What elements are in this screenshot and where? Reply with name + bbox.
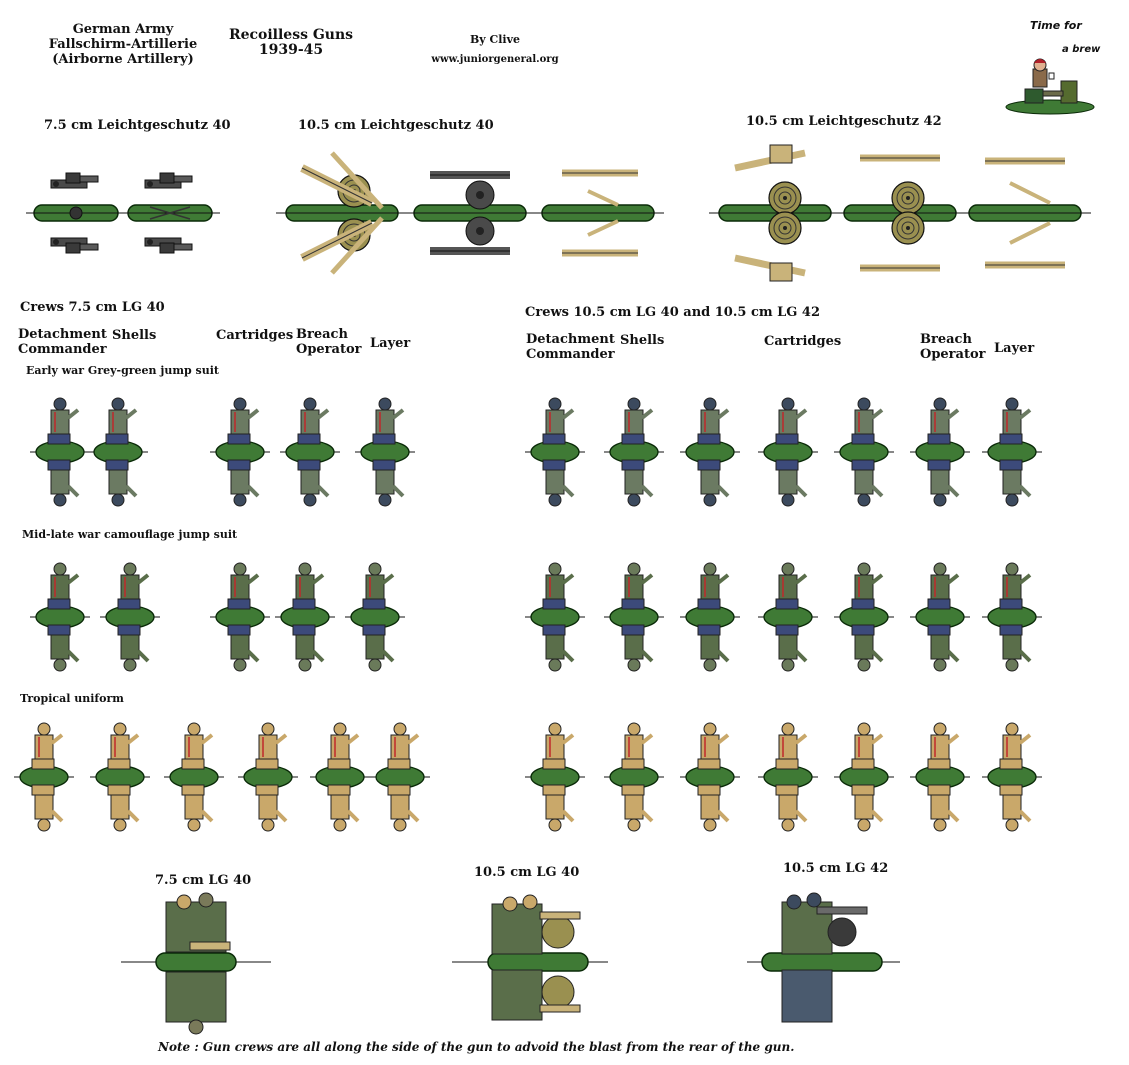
crew-figure-tropical-left-3 — [238, 722, 298, 832]
role-breach-left: Breach Operator — [296, 327, 362, 357]
crew-figure-early-left-4 — [355, 397, 415, 507]
gun-counter-lg42-105-a — [708, 144, 842, 282]
gun-label-lg42-105: 10.5 cm Leichtgeschutz 42 — [746, 114, 942, 129]
crews-title-105: Crews 10.5 cm LG 40 and 10.5 cm LG 42 — [525, 305, 821, 320]
gun-label-lg40-105: 10.5 cm Leichtgeschutz 40 — [298, 118, 494, 133]
crew-figure-early-right-6 — [982, 397, 1042, 507]
brew-line1: Time for — [1030, 19, 1082, 32]
crew-figure-tropical-left-2 — [164, 722, 224, 832]
gun-counter-lg42-105-c — [958, 157, 1092, 269]
army-line1: German Army — [72, 22, 174, 37]
crew-figure-mid-left-4 — [345, 562, 405, 672]
gun-counter-lg40-75-a — [25, 172, 127, 254]
role-detachment-right: Detachment Commander — [526, 332, 615, 362]
army-title: German Army Fallschirm-Artillerie (Airbo… — [38, 22, 208, 67]
crew-figure-early-left-1 — [88, 397, 148, 507]
gun-counters — [25, 144, 1092, 282]
role-shells-right: Shells — [620, 333, 665, 348]
crew-figure-mid-right-0 — [525, 562, 585, 672]
assembled-lg40-105 — [452, 894, 608, 1021]
brew-soldier-icon — [1005, 58, 1095, 115]
assembled-counters — [121, 892, 900, 1035]
role-detachment-left: Detachment Commander — [18, 327, 107, 357]
crew-figure-mid-left-3 — [275, 562, 335, 672]
role-layer-right: Layer — [994, 341, 1035, 356]
assembled-lg42-105 — [747, 892, 900, 1023]
role-layer-left: Layer — [370, 336, 411, 351]
crew-figure-tropical-right-5 — [910, 722, 970, 832]
crew-figure-mid-right-3 — [758, 562, 818, 672]
website-link[interactable]: www.juniorgeneral.org — [431, 54, 559, 65]
footer-note: Note : Gun crews are all along the side … — [158, 1040, 795, 1054]
crew-figure-mid-left-0 — [30, 562, 90, 672]
crew-figure-mid-right-4 — [834, 562, 894, 672]
crew-figure-tropical-right-3 — [758, 722, 818, 832]
crew-figure-early-right-1 — [604, 397, 664, 507]
gun-counter-lg40-105-a — [275, 151, 409, 275]
uniform-label-mid: Mid-late war camouflage jump suit — [22, 528, 238, 541]
assembled-label-lg42-105: 10.5 cm LG 42 — [783, 861, 889, 876]
crew-figure-tropical-right-6 — [982, 722, 1042, 832]
crews-title-75: Crews 7.5 cm LG 40 — [20, 300, 165, 315]
crew-figure-early-right-4 — [834, 397, 894, 507]
crew-figure-tropical-left-4 — [310, 722, 370, 832]
army-line3: (Airborne Artillery) — [52, 52, 194, 67]
gun-counter-lg42-105-b — [833, 154, 967, 272]
title-line1: Recoilless Guns — [228, 27, 354, 43]
gun-counter-lg40-105-c — [531, 169, 665, 257]
uniform-label-tropical: Tropical uniform — [20, 692, 124, 705]
crew-figure-early-right-2 — [680, 397, 740, 507]
crew-figure-mid-right-5 — [910, 562, 970, 672]
crew-figure-tropical-left-1 — [90, 722, 150, 832]
crew-figure-tropical-left-5 — [370, 722, 430, 832]
sheet-title: Recoilless Guns 1939-45 — [226, 28, 356, 58]
credit: By Clive www.juniorgeneral.org — [420, 32, 570, 67]
uniform-label-early: Early war Grey-green jump suit — [26, 364, 219, 377]
army-line2: Fallschirm-Artillerie — [48, 37, 198, 52]
brew-line2: a brew — [1062, 44, 1101, 55]
crew-figure-mid-left-2 — [210, 562, 270, 672]
role-cartridges-left: Cartridges — [216, 328, 294, 343]
gun-label-lg40-75: 7.5 cm Leichtgeschutz 40 — [44, 118, 231, 133]
crew-figure-mid-left-1 — [100, 562, 160, 672]
crew-figure-early-left-2 — [210, 397, 270, 507]
role-shells-left: Shells — [112, 328, 157, 343]
crew-figure-tropical-right-0 — [525, 722, 585, 832]
crew-figure-early-right-3 — [758, 397, 818, 507]
role-breach-right: Breach Operator — [920, 332, 986, 362]
gun-counter-lg40-75-b — [119, 172, 221, 254]
crew-figure-early-right-0 — [525, 397, 585, 507]
title-line2: 1939-45 — [258, 42, 324, 58]
assembled-label-lg40-105: 10.5 cm LG 40 — [474, 865, 580, 880]
assembled-label-lg40-75: 7.5 cm LG 40 — [155, 873, 252, 888]
author: By Clive — [469, 33, 521, 46]
crew-figure-mid-right-1 — [604, 562, 664, 672]
crew-figure-tropical-right-4 — [834, 722, 894, 832]
role-cartridges-right: Cartridges — [764, 334, 842, 349]
crew-figure-tropical-left-0 — [14, 722, 74, 832]
crew-figure-early-right-5 — [910, 397, 970, 507]
crew-figure-tropical-right-1 — [604, 722, 664, 832]
crew-figure-early-left-0 — [30, 397, 90, 507]
crew-figure-early-left-3 — [280, 397, 340, 507]
assembled-lg40-75 — [121, 892, 271, 1035]
gun-counter-lg40-105-b — [403, 171, 537, 255]
crew-figure-mid-right-6 — [982, 562, 1042, 672]
crew-figure-mid-right-2 — [680, 562, 740, 672]
crew-figure-tropical-right-2 — [680, 722, 740, 832]
